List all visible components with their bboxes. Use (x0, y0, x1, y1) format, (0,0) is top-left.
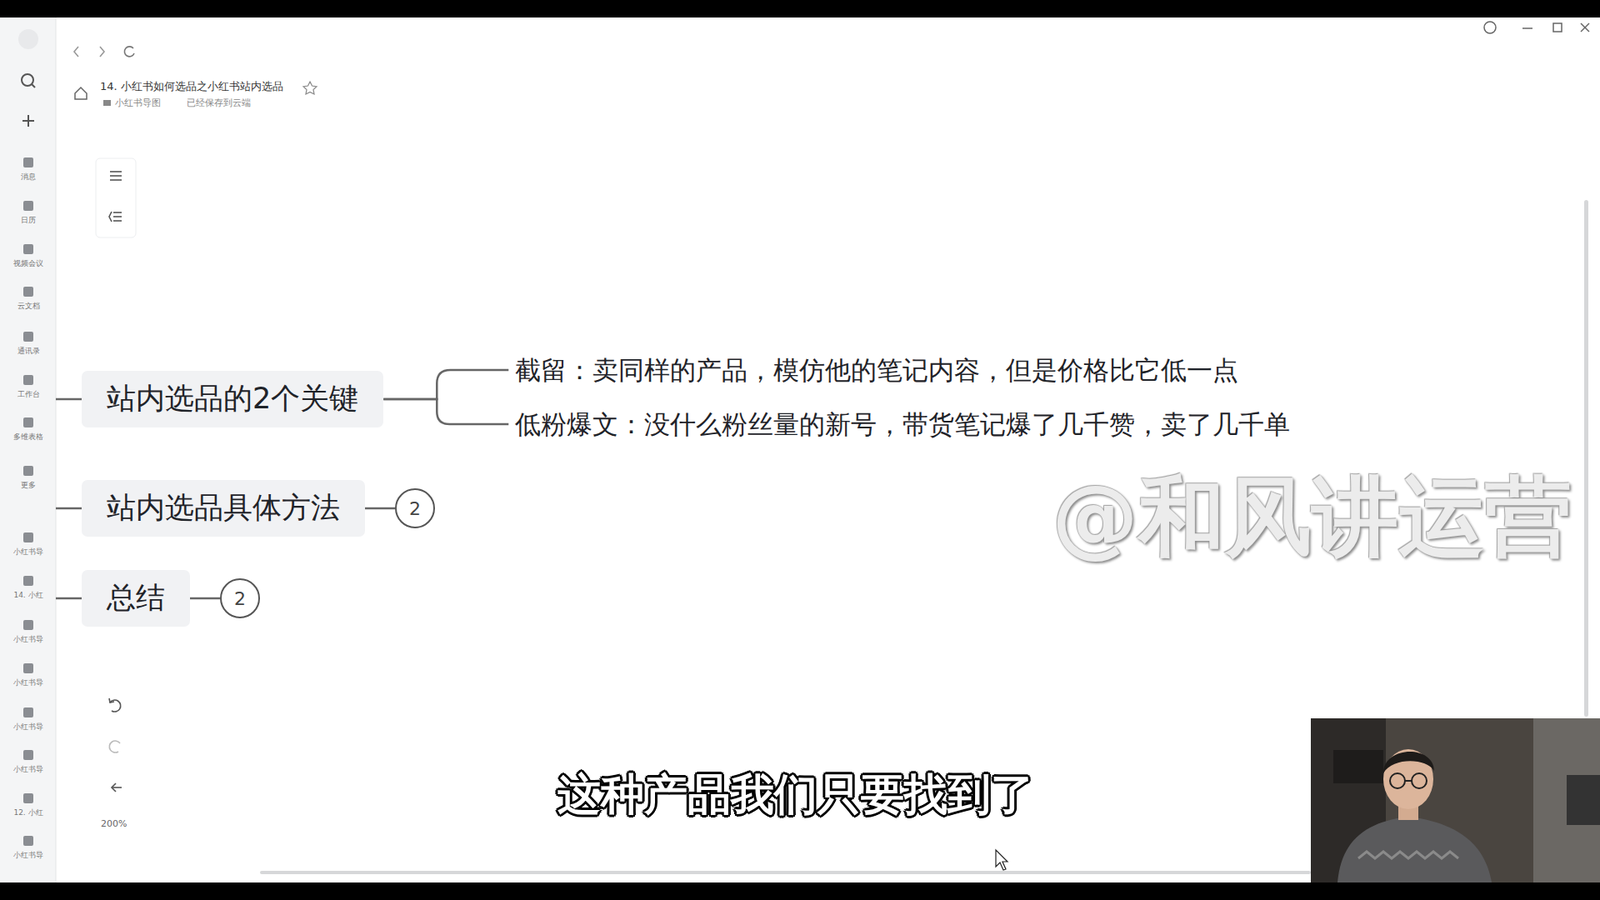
sidebar-icon (23, 157, 34, 168)
sidebar-label: 云文档 (2, 300, 55, 312)
sidebar-icon (23, 200, 34, 211)
breadcrumb: 小红书导图 (115, 96, 161, 110)
letterbox-bar (0, 882, 1600, 900)
node-text: 低粉爆文：没什么粉丝量的新号，带货笔记爆了几千赞，卖了几千单 (515, 409, 1290, 440)
topic-box: 总结 (81, 570, 190, 627)
sidebar-icon (23, 286, 34, 297)
sidebar-label: 小红书导 (2, 721, 55, 733)
letterbox-bar (0, 0, 1600, 18)
sidebar-icon (23, 835, 34, 846)
sidebar-label: 小红书导 (2, 764, 55, 775)
subtopic-text: 低粉爆文：没什么粉丝量的新号，带货笔记爆了几千赞，卖了几千单 (508, 405, 1297, 443)
sidebar-icon (23, 620, 34, 630)
collapsed-count: 2 (395, 488, 435, 529)
sidebar-icon (23, 417, 34, 428)
sidebar-icon (23, 707, 34, 718)
sidebar-label: 消息 (2, 171, 55, 183)
node-text: 总结 (106, 580, 165, 615)
sidebar-label: 多维表格 (2, 431, 55, 443)
watermark: @和风讲运营 (1051, 465, 1572, 570)
mindmap-connector (190, 597, 220, 600)
sidebar-label: 12. 小红 (2, 807, 55, 819)
sidebar-icon (23, 465, 34, 476)
document-title: 14. 小红书如何选品之小红书站内选品 (100, 79, 284, 95)
zoom-level: 200% (100, 818, 127, 830)
mindmap-connector (365, 507, 395, 510)
sidebar-label: 视频会议 (2, 258, 55, 270)
sidebar-label: 更多 (2, 480, 55, 491)
sidebar-label: 小红书导 (2, 677, 55, 689)
sidebar-icon (23, 331, 34, 342)
node-text: 站内选品具体方法 (106, 490, 340, 525)
sidebar-label: 小红书导 (2, 850, 55, 861)
sidebar-icon (23, 532, 34, 543)
sidebar-label: 通讯录 (2, 345, 55, 357)
node-text: 2 (409, 498, 421, 520)
topic-box: 站内选品具体方法 (81, 480, 365, 537)
sidebar-label: 小红书导 (2, 546, 55, 558)
sidebar-label: 日历 (2, 215, 55, 226)
mindmap-connector (383, 399, 509, 425)
sidebar-icon (23, 244, 34, 255)
sidebar-icon (23, 663, 34, 674)
topic-box: 站内选品的2个关键 (81, 370, 384, 428)
sidebar-icon (23, 575, 34, 586)
sidebar-label: 工作台 (2, 389, 55, 400)
sidebar-icon (23, 375, 34, 385)
sidebar-label: 小红书导 (2, 634, 55, 645)
collapsed-count: 2 (220, 578, 260, 619)
node-text: 站内选品的2个关键 (106, 381, 359, 415)
sidebar-icon (23, 793, 34, 804)
mindmap-connector (383, 370, 509, 400)
video-subtitle: 这种产品我们只要找到了 (557, 768, 1035, 820)
save-status: 已经保存到云端 (186, 96, 251, 110)
subtopic-text: 截留：卖同样的产品，模仿他的笔记内容，但是价格比它低一点 (508, 351, 1245, 389)
node-text: 截留：卖同样的产品，模仿他的笔记内容，但是价格比它低一点 (515, 355, 1239, 385)
node-text: 2 (234, 588, 246, 610)
sidebar-icon (23, 750, 34, 760)
sidebar-label: 14. 小红 (2, 590, 55, 601)
